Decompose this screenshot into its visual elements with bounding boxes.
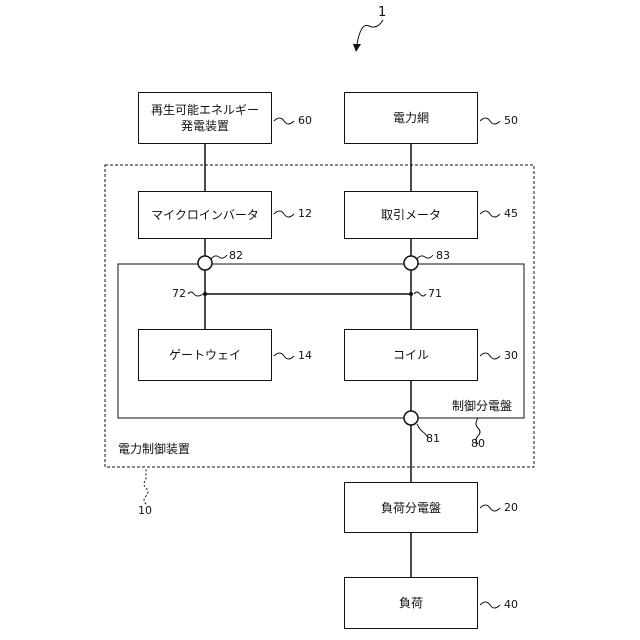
- terminal-81: [404, 411, 418, 425]
- ref-50: 50: [504, 115, 518, 127]
- figure-arrow: [357, 20, 383, 44]
- leader-14: [274, 353, 294, 359]
- load-panel-block: 負荷分電盤: [344, 482, 478, 533]
- load-block: 負荷: [344, 577, 478, 629]
- ref-40: 40: [504, 599, 518, 611]
- ref-10: 10: [138, 505, 152, 517]
- leader-82: [211, 255, 227, 259]
- coil-block: コイル: [344, 329, 478, 381]
- control-panel-label: 制御分電盤: [452, 399, 512, 413]
- power-grid-block: 電力網: [344, 92, 478, 144]
- figure-number: 1: [378, 6, 386, 20]
- ref-82: 82: [229, 250, 243, 262]
- ref-30: 30: [504, 350, 518, 362]
- renewable-label-line1: 再生可能エネルギー: [151, 102, 259, 118]
- renewable-generator-block: 再生可能エネルギー 発電装置: [138, 92, 272, 144]
- junction-71: [409, 292, 413, 296]
- ref-72: 72: [172, 288, 186, 300]
- coil-label: コイル: [393, 347, 429, 363]
- leader-12: [274, 211, 294, 217]
- microinverter-label: マイクロインバータ: [151, 207, 259, 223]
- trading-meter-label: 取引メータ: [381, 207, 441, 223]
- junction-72: [203, 292, 207, 296]
- terminal-82: [198, 256, 212, 270]
- load-panel-label: 負荷分電盤: [381, 500, 441, 516]
- leader-45: [480, 211, 500, 217]
- power-grid-label: 電力網: [393, 110, 429, 126]
- load-label: 負荷: [399, 595, 423, 611]
- leader-20: [480, 505, 500, 511]
- leader-72: [188, 292, 203, 296]
- leader-60: [274, 118, 294, 124]
- ref-14: 14: [298, 350, 312, 362]
- terminal-83: [404, 256, 418, 270]
- leader-10: [144, 468, 148, 504]
- leader-50: [480, 118, 500, 124]
- ref-81: 81: [426, 433, 440, 445]
- ref-45: 45: [504, 208, 518, 220]
- leader-83: [417, 255, 433, 259]
- control-device-label: 電力制御装置: [118, 442, 190, 456]
- gateway-block: ゲートウェイ: [138, 329, 272, 381]
- renewable-label-line2: 発電装置: [151, 118, 259, 134]
- ref-83: 83: [436, 250, 450, 262]
- ref-60: 60: [298, 115, 312, 127]
- ref-80: 80: [471, 438, 485, 450]
- leader-40: [480, 602, 500, 608]
- ref-20: 20: [504, 502, 518, 514]
- gateway-label: ゲートウェイ: [169, 347, 241, 363]
- microinverter-block: マイクロインバータ: [138, 191, 272, 239]
- trading-meter-block: 取引メータ: [344, 191, 478, 239]
- figure-arrow-head: [353, 44, 361, 52]
- leader-71: [414, 292, 426, 296]
- ref-71: 71: [428, 288, 442, 300]
- ref-12: 12: [298, 208, 312, 220]
- leader-30: [480, 353, 500, 359]
